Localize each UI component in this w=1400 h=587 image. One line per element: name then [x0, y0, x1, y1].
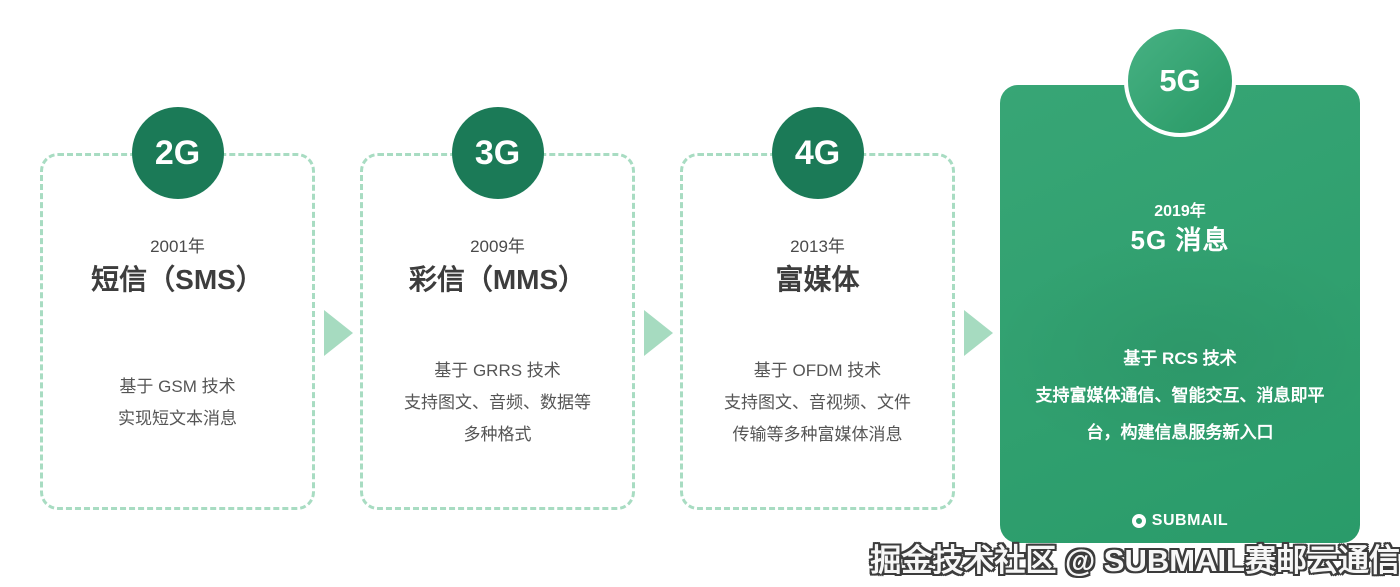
stage-year: 2019年 [1154, 203, 1206, 220]
stage-title: 彩信（MMS） [408, 264, 587, 295]
flow-arrow-icon [644, 310, 673, 356]
stage-badge-4g: 4G [771, 107, 864, 199]
stage-description-line: 台，构建信息服务新入口 [1086, 422, 1274, 442]
stage-description: 基于 OFDM 技术 支持图文、音视频、文件 传输等多种富媒体消息 [683, 341, 952, 465]
stage-description-line: 支持图文、音视频、文件 [724, 393, 911, 412]
stage-badge-3g: 3G [451, 107, 544, 199]
stage-year: 2013年 [790, 237, 845, 256]
stage-description-line: 实现短文本消息 [118, 409, 237, 428]
stage-badge-2g: 2G [131, 107, 224, 199]
stage-card-5g: 5G 2019年 5G 消息 基于 RCS 技术 支持富媒体通信、智能交互、消息… [1000, 25, 1360, 543]
stage-description-line: 多种格式 [463, 425, 532, 444]
stage-title: 富媒体 [775, 264, 860, 295]
stage-badge-5g: 5G [1124, 25, 1236, 137]
stage-description-line: 基于 RCS 技术 [1123, 348, 1237, 368]
stage-description-line: 基于 GSM 技术 [119, 377, 236, 396]
stage-card-4g: 4G 2013年 富媒体 基于 OFDM 技术 支持图文、音视频、文件 传输等多… [680, 107, 955, 510]
stage-year: 2009年 [470, 237, 525, 256]
stage-description-line: 支持图文、音频、数据等 [404, 393, 591, 412]
stage-card-3g: 3G 2009年 彩信（MMS） 基于 GRRS 技术 支持图文、音频、数据等 … [360, 107, 635, 510]
watermark-text: 掘金技术社区 @ SUBMAIL赛邮云通信 [870, 543, 1400, 578]
stage-description: 基于 GSM 技术 实现短文本消息 [43, 341, 312, 465]
stage-description-line: 基于 GRRS 技术 [434, 361, 561, 380]
stage-title: 5G 消息 [1130, 225, 1230, 255]
submail-logo: SUBMAIL [1000, 512, 1360, 530]
stage-description-line: 传输等多种富媒体消息 [732, 425, 903, 444]
stage-description: 基于 RCS 技术 支持富媒体通信、智能交互、消息即平 台，构建信息服务新入口 [1000, 330, 1360, 460]
flow-arrow-icon [964, 310, 993, 356]
stage-year: 2001年 [150, 237, 205, 256]
stage-description-line: 支持富媒体通信、智能交互、消息即平 [1035, 385, 1325, 405]
flow-arrow-icon [324, 310, 353, 356]
stage-description: 基于 GRRS 技术 支持图文、音频、数据等 多种格式 [363, 341, 632, 465]
submail-ring-icon [1131, 514, 1146, 528]
stage-title: 短信（SMS） [91, 264, 264, 295]
stage-description-line: 基于 OFDM 技术 [753, 361, 882, 380]
submail-logo-label: SUBMAIL [1151, 512, 1229, 529]
stage-card-2g: 2G 2001年 短信（SMS） 基于 GSM 技术 实现短文本消息 [40, 107, 315, 510]
